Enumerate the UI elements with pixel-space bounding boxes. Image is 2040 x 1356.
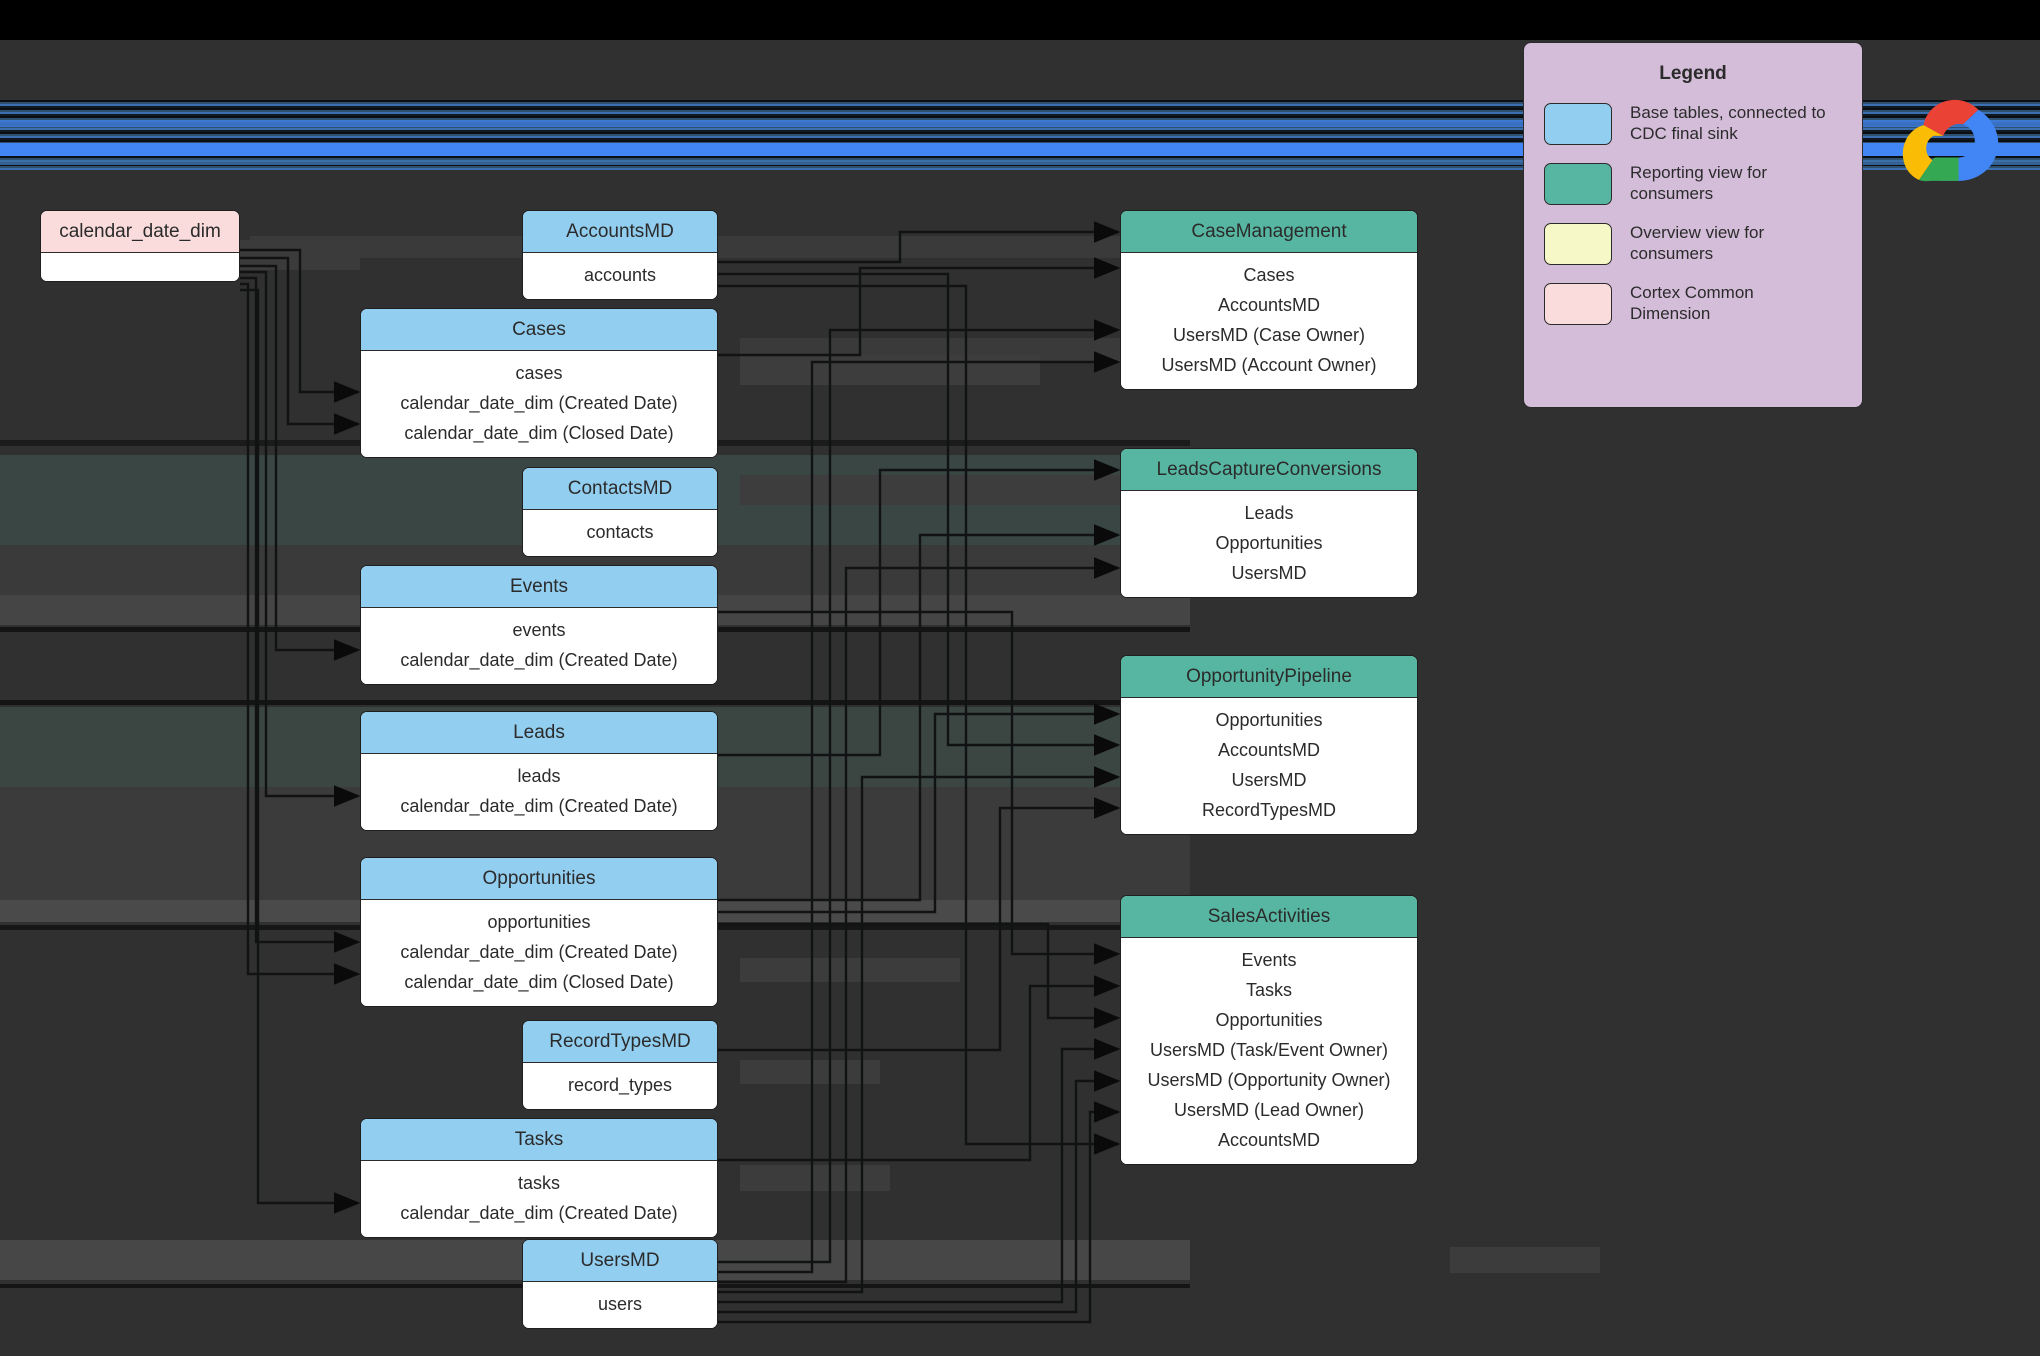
entity-node-row: calendar_date_dim (Created Date) <box>400 393 678 413</box>
entity-node-body: contacts <box>523 510 717 556</box>
entity-node-title: Cases <box>361 309 717 351</box>
entity-node-row: accounts <box>583 265 657 285</box>
entity-node-row: calendar_date_dim (Created Date) <box>400 1203 678 1223</box>
legend-swatch <box>1544 223 1612 265</box>
scanline-band-artifact <box>0 160 2040 165</box>
entity-node-title: AccountsMD <box>523 211 717 253</box>
entity-node-row: users <box>597 1294 642 1314</box>
entity-node-title: CaseManagement <box>1121 211 1417 253</box>
entity-node-row: tasks <box>517 1173 560 1193</box>
entity-node-row: UsersMD (Task/Event Owner) <box>1149 1040 1389 1060</box>
entity-node-row: calendar_date_dim (Closed Date) <box>404 972 674 992</box>
entity-node-calendar_date_dim[interactable]: calendar_date_dim <box>40 210 240 282</box>
entity-node-body: record_types <box>523 1063 717 1109</box>
legend-item: Base tables, connected to CDC final sink <box>1544 103 1842 145</box>
entity-node-tasks[interactable]: Tasks tasks calendar_date_dim (Created Dat… <box>360 1118 718 1238</box>
entity-node-title: calendar_date_dim <box>41 211 239 253</box>
entity-node-row: UsersMD <box>1231 770 1307 790</box>
entity-node-leads[interactable]: Leads leads calendar_date_dim (Created Dat… <box>360 711 718 831</box>
legend-swatch <box>1544 103 1612 145</box>
legend-label: Cortex Common Dimension <box>1630 283 1754 323</box>
entity-node-title: Events <box>361 566 717 608</box>
entity-node-body: tasks calendar_date_dim (Created Date) <box>361 1161 717 1237</box>
entity-node-row: Leads <box>1244 503 1294 523</box>
legend-swatch <box>1544 283 1612 325</box>
entity-node-row: cases <box>515 363 563 383</box>
entity-node-recordtypesmd[interactable]: RecordTypesMD record_types <box>522 1020 718 1110</box>
entity-node-body <box>41 253 239 281</box>
entity-node-row: calendar_date_dim (Created Date) <box>400 650 678 670</box>
entity-node-opportunities[interactable]: Opportunities opportunities calendar_date_… <box>360 857 718 1007</box>
entity-node-row: Cases <box>1243 265 1295 285</box>
legend-panel: Legend Base tables, connected to CDC fin… <box>1523 42 1863 408</box>
entity-node-row: calendar_date_dim (Closed Date) <box>404 423 674 443</box>
entity-node-title: RecordTypesMD <box>523 1021 717 1063</box>
entity-node-body: users <box>523 1282 717 1328</box>
scanline-band-artifact <box>0 120 2040 127</box>
entity-node-title: Tasks <box>361 1119 717 1161</box>
entity-node-row: record_types <box>567 1075 673 1095</box>
entity-node-row: opportunities <box>487 912 591 932</box>
entity-node-body: accounts <box>523 253 717 299</box>
entity-node-row: events <box>512 620 566 640</box>
entity-node-row: Opportunities <box>1215 1010 1323 1030</box>
entity-node-row: AccountsMD <box>1217 295 1321 315</box>
entity-node-title: Leads <box>361 712 717 754</box>
entity-node-row: calendar_date_dim (Created Date) <box>400 942 678 962</box>
entity-node-row: calendar_date_dim (Created Date) <box>400 796 678 816</box>
entity-node-row: Events <box>1241 950 1297 970</box>
legend-item: Overview view for consumers <box>1544 223 1842 265</box>
entity-node-row: leads <box>517 766 561 786</box>
entity-node-row: UsersMD (Case Owner) <box>1172 325 1366 345</box>
entity-node-events[interactable]: Events events calendar_date_dim (Created D… <box>360 565 718 685</box>
entity-node-body: events calendar_date_dim (Created Date) <box>361 608 717 684</box>
entity-node-title: ContactsMD <box>523 468 717 510</box>
entity-node-cases[interactable]: Cases cases calendar_date_dim (Created Dat… <box>360 308 718 458</box>
entity-node-row: contacts <box>586 522 654 542</box>
legend-label: Overview view for consumers <box>1630 223 1765 263</box>
entity-node-row: AccountsMD <box>1217 1130 1321 1150</box>
entity-node-row: UsersMD (Account Owner) <box>1161 355 1377 375</box>
entity-node-row: AccountsMD <box>1217 740 1321 760</box>
entity-node-row: Tasks <box>1245 980 1292 1000</box>
entity-node-title: UsersMD <box>523 1240 717 1282</box>
entity-node-body: opportunities calendar_date_dim (Created … <box>361 900 717 1006</box>
top-black-bar <box>0 0 2040 40</box>
entity-node-row: UsersMD <box>1231 563 1307 583</box>
entity-node-title: Opportunities <box>361 858 717 900</box>
entity-node-row: RecordTypesMD <box>1201 800 1337 820</box>
entity-node-row: Opportunities <box>1215 533 1323 553</box>
legend-item: Cortex Common Dimension <box>1544 283 1842 325</box>
entity-node-accountsmd[interactable]: AccountsMD accounts <box>522 210 718 300</box>
entity-node-usersmd[interactable]: UsersMD users <box>522 1239 718 1329</box>
legend-item: Reporting view for consumers <box>1544 163 1842 205</box>
legend-items: Base tables, connected to CDC final sink… <box>1544 103 1842 325</box>
legend-title: Legend <box>1659 63 1727 84</box>
entity-node-title: LeadsCaptureConversions <box>1121 449 1417 491</box>
entity-node-row: UsersMD (Opportunity Owner) <box>1147 1070 1391 1090</box>
legend-label: Base tables, connected to CDC final sink <box>1630 103 1826 143</box>
entity-node-title: OpportunityPipeline <box>1121 656 1417 698</box>
legend-label: Reporting view for consumers <box>1630 163 1768 203</box>
entity-node-row: UsersMD (Lead Owner) <box>1173 1100 1365 1120</box>
entity-node-body: leads calendar_date_dim (Created Date) <box>361 754 717 830</box>
entity-node-row: Opportunities <box>1215 710 1323 730</box>
entity-node-title: SalesActivities <box>1121 896 1417 938</box>
google-cloud-logo <box>1902 99 1999 182</box>
legend-swatch <box>1544 163 1612 205</box>
entity-node-contactsmd[interactable]: ContactsMD contacts <box>522 467 718 557</box>
entity-node-body: cases calendar_date_dim (Created Date) cal… <box>361 351 717 457</box>
